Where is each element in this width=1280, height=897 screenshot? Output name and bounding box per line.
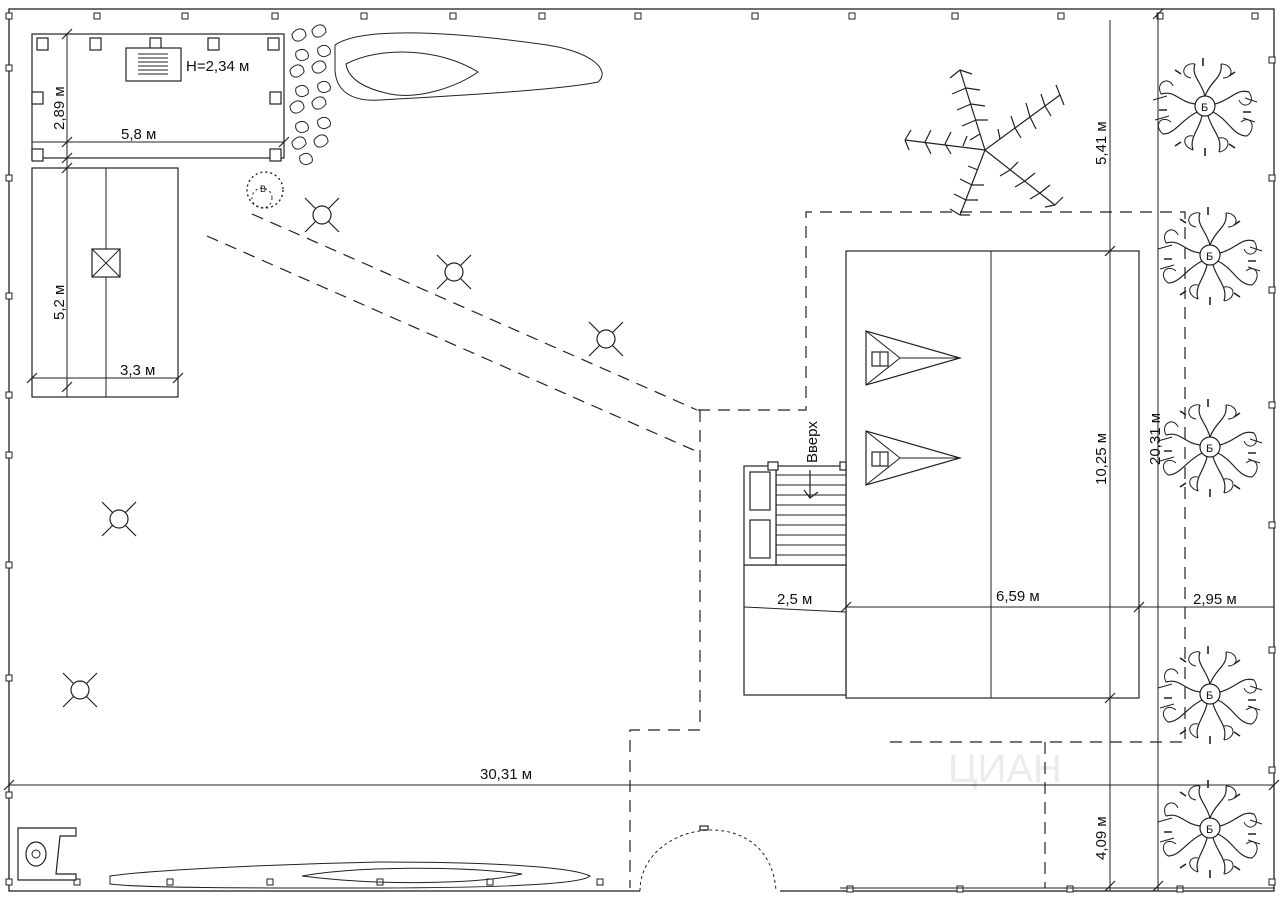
hedge-shrubs bbox=[289, 24, 331, 165]
roof-window-1 bbox=[865, 330, 963, 386]
top-pond-inner bbox=[345, 51, 479, 96]
gazebo-grill bbox=[125, 47, 182, 82]
toilet bbox=[17, 827, 77, 881]
svg-text:Б: Б bbox=[1206, 251, 1213, 263]
house: Вверх 2,5 м bbox=[743, 250, 1140, 699]
svg-text:Б: Б bbox=[1206, 824, 1213, 836]
shed-length-label: 5,2 м bbox=[51, 285, 68, 320]
gazebo-height-label: H=2,34 м bbox=[186, 58, 249, 75]
top-pond bbox=[334, 32, 603, 101]
bottom-pond bbox=[109, 861, 591, 889]
gate-arc bbox=[639, 829, 777, 892]
house-length-label: 10,25 м bbox=[1093, 433, 1110, 485]
bottom-pond-inner bbox=[301, 867, 523, 884]
house-dimensions: 6,59 м 2,95 м 10,25 м 5,41 м 4,09 м 20,3… bbox=[840, 8, 1274, 892]
bottom-gap-label: 4,09 м bbox=[1093, 816, 1110, 860]
porch bbox=[743, 564, 847, 696]
plot-width-label: 30,31 м bbox=[480, 766, 532, 783]
plot-depth-label: 20,31 м bbox=[1147, 413, 1164, 465]
gazebo-width-label: 5,8 м bbox=[121, 126, 156, 143]
svg-text:Б: Б bbox=[1206, 443, 1213, 455]
side-gap-label: 2,95 м bbox=[1193, 591, 1237, 608]
bush-v: В bbox=[246, 171, 284, 209]
plot-width-dimension: 30,31 м bbox=[3, 766, 1280, 791]
palm-tree bbox=[904, 69, 1065, 216]
gazebo-depth-label: 2,89 м bbox=[51, 86, 68, 130]
gazebo: H=2,34 м 5,8 м 2,89 м bbox=[31, 28, 290, 168]
house-width-label: 6,59 м bbox=[996, 588, 1040, 605]
svg-text:Б: Б bbox=[1206, 690, 1213, 702]
watermark: ЦИАН bbox=[948, 747, 1062, 791]
stairs-label: Вверх bbox=[804, 421, 821, 463]
top-gap-label: 5,41 м bbox=[1093, 121, 1110, 165]
shed-width-label: 3,3 м bbox=[120, 362, 155, 379]
birch-trees: Б Б Б Б Б bbox=[1152, 57, 1263, 879]
roof-window-2 bbox=[865, 430, 963, 486]
svg-text:Б: Б bbox=[1201, 102, 1208, 114]
porch-width-label: 2,5 м bbox=[777, 591, 812, 608]
shed: 5,2 м 3,3 м bbox=[26, 162, 184, 398]
garden-path bbox=[206, 211, 1186, 888]
svg-text:В: В bbox=[260, 184, 266, 194]
